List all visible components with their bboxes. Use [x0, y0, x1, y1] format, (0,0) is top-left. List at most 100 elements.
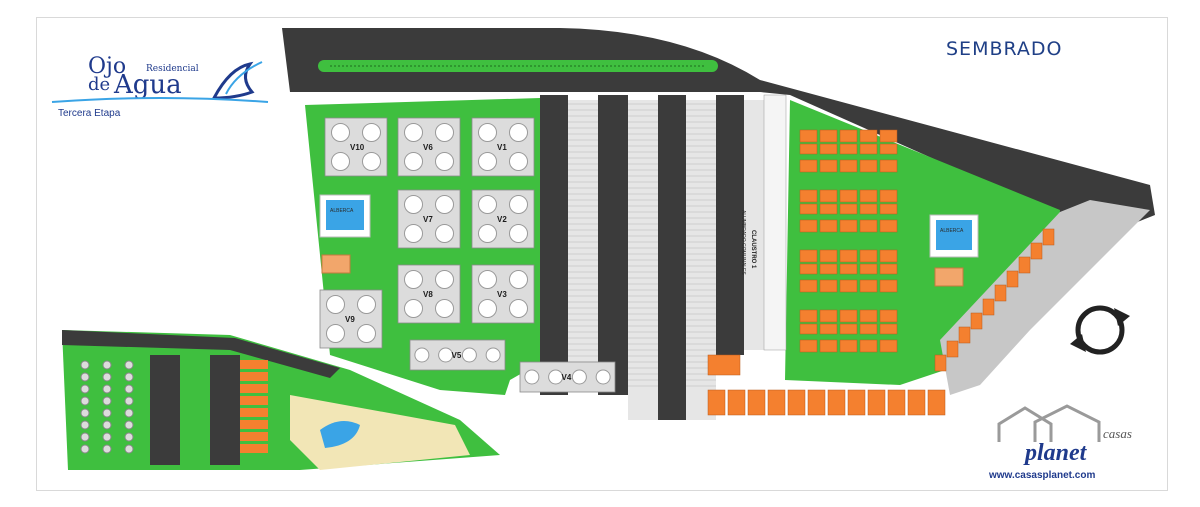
villa-label: V10: [350, 143, 365, 152]
wave-icon: [211, 61, 263, 100]
east-strip: [940, 200, 1150, 395]
villa-v9: V9: [319, 289, 383, 349]
logo-agua: Agua: [114, 70, 182, 100]
townhouse: [799, 143, 818, 155]
townhouse: [799, 203, 818, 215]
townhouse: [879, 249, 898, 263]
townhouse: [934, 354, 947, 372]
townhouse: [819, 263, 838, 275]
townhouse: [839, 309, 858, 323]
pool-west: [326, 200, 364, 230]
townhouse: [827, 389, 846, 416]
townhouse: [867, 389, 886, 416]
townhouse: [799, 189, 818, 203]
townhouse: [819, 279, 838, 293]
villa-label: V5: [452, 351, 462, 360]
townhouse: [859, 263, 878, 275]
townhouse: [799, 323, 818, 335]
pool-east-label: ALBERCA: [940, 228, 964, 234]
townhouse: [982, 298, 995, 316]
villa-v1: V1: [471, 117, 535, 177]
townhouse: [859, 323, 878, 335]
townhouse: [839, 263, 858, 275]
logo-wave-underline: [51, 97, 269, 103]
villa-v10: V10: [324, 117, 388, 177]
townhouse: [958, 326, 971, 344]
townhouse: [859, 159, 878, 173]
townhouse: [799, 129, 818, 143]
townhouse: [879, 159, 898, 173]
pool-east: [936, 220, 972, 250]
villa-label: V1: [497, 143, 507, 152]
townhouse: [707, 389, 726, 416]
logo-subtitle: Tercera Etapa: [58, 108, 121, 119]
townhouse: [839, 323, 858, 335]
townhouse: [859, 279, 878, 293]
villa-v2: V2: [471, 189, 535, 249]
villa-v6: V6: [397, 117, 461, 177]
townhouse: [859, 189, 878, 203]
townhouse: [799, 219, 818, 233]
townhouse: [799, 249, 818, 263]
townhouse: [879, 129, 898, 143]
townhouse: [819, 339, 838, 353]
townhouse: [879, 279, 898, 293]
inset-plaza: [290, 395, 470, 470]
villa-label: V2: [497, 215, 507, 224]
logo-residencial: Residencial: [146, 64, 199, 74]
townhouse: [727, 389, 746, 416]
townhouse: [839, 189, 858, 203]
townhouse: [879, 323, 898, 335]
townhouse: [859, 339, 878, 353]
map-frame: [36, 17, 1168, 491]
inset-pool: [320, 421, 360, 448]
townhouse: [859, 309, 878, 323]
brand-url: www.casasplanet.com: [989, 470, 1096, 481]
townhouse: [879, 203, 898, 215]
casas-planet-logo: casas planet www.casasplanet.com: [985, 404, 1135, 484]
townhouse: [819, 143, 838, 155]
parking-column-2: [598, 95, 628, 395]
townhouse: [819, 129, 838, 143]
townhouse: [1006, 270, 1019, 288]
pool-west-label: ALBERCA: [330, 208, 354, 214]
townhouse: [859, 203, 878, 215]
villa-label: V9: [345, 315, 355, 324]
townhouse: [819, 159, 838, 173]
townhouse: [799, 159, 818, 173]
townhouse: [859, 129, 878, 143]
townhouse: [1042, 228, 1055, 246]
logo-ojo: Ojo: [88, 54, 127, 79]
houses-icon: [997, 404, 1101, 442]
townhouse: [819, 323, 838, 335]
villa-v4: V4: [519, 361, 616, 393]
townhouse: [799, 309, 818, 323]
villa-v3: V3: [471, 264, 535, 324]
townhouse: [879, 263, 898, 275]
townhouse: [907, 389, 926, 416]
villa-label: V4: [562, 373, 572, 382]
townhouse: [839, 159, 858, 173]
townhouse: [819, 203, 838, 215]
ojo-de-agua-logo: Ojo Residencial de Agua Tercera Etapa: [50, 52, 270, 124]
townhouse: [859, 219, 878, 233]
villa-v8: V8: [397, 264, 461, 324]
townhouse: [839, 249, 858, 263]
parking-label: CLAUSTRO 1: [750, 230, 756, 269]
townhouse: [994, 284, 1007, 302]
townhouse: [859, 143, 878, 155]
townhouse: [799, 279, 818, 293]
townhouse: [819, 189, 838, 203]
townhouse: [839, 143, 858, 155]
compass-icon: [1070, 305, 1130, 355]
townhouse: [839, 203, 858, 215]
townhouse: [879, 143, 898, 155]
townhouse: [847, 389, 866, 416]
townhouse: [767, 389, 786, 416]
townhouse: [819, 249, 838, 263]
townhouse: [819, 219, 838, 233]
townhouse: [879, 189, 898, 203]
townhouse: [1030, 242, 1043, 260]
townhouse: [839, 279, 858, 293]
